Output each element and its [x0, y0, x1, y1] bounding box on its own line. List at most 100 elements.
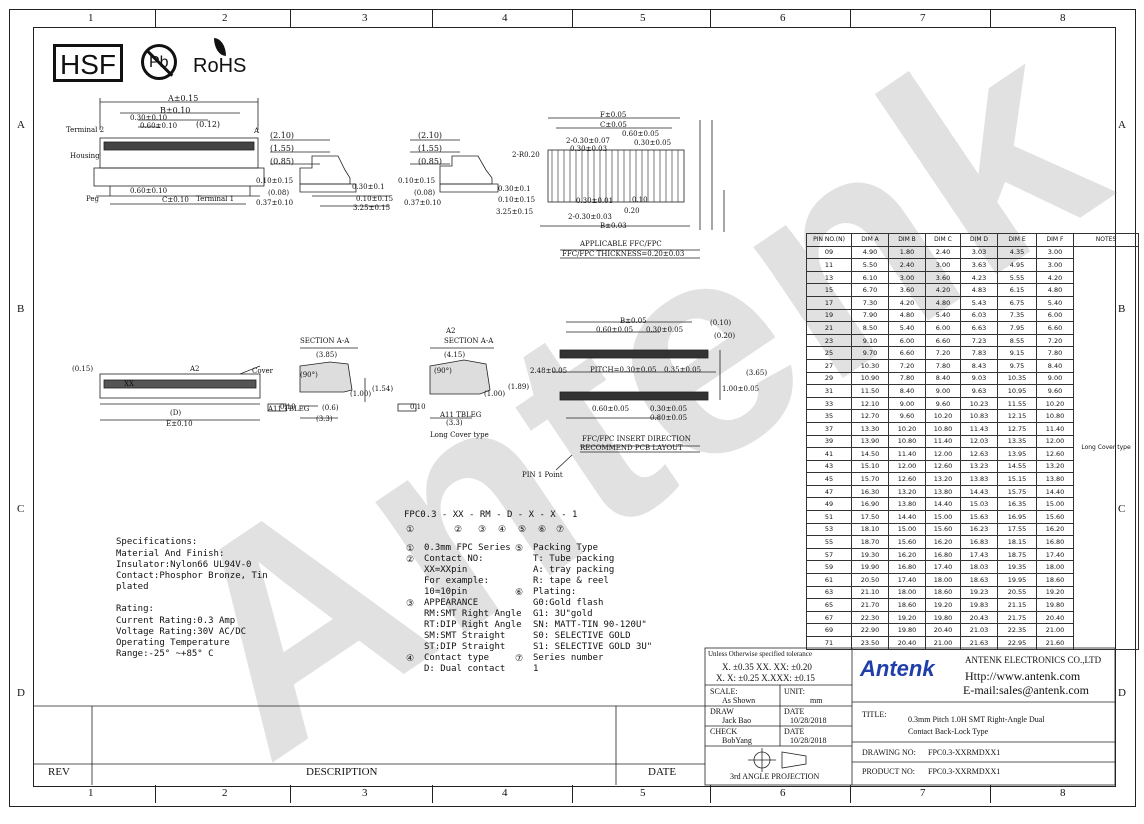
- grid-tick: [432, 9, 433, 27]
- title-line1: 0.3mm Pitch 1.0H SMT Right-Angle Dual: [908, 715, 1045, 724]
- table-cell: 19.90: [851, 560, 889, 575]
- grid-tick: [990, 9, 991, 27]
- table-cell: 10.23: [960, 396, 998, 411]
- legend-text: SN: MATT-TIN 90-120U": [533, 620, 647, 630]
- table-cell: 4.95: [997, 258, 1037, 272]
- label-long-cover: Long Cover type: [430, 431, 489, 439]
- grid-row-right: D: [1118, 687, 1126, 699]
- side-view-1: [270, 139, 390, 207]
- dim-side2-008: (0.08): [414, 189, 436, 197]
- table-cell: 7.80: [888, 371, 926, 386]
- table-cell: 10.20: [888, 421, 926, 436]
- table-cell: 6.63: [960, 321, 998, 335]
- table-cell: 13.35: [997, 434, 1037, 449]
- table-cell: 31: [806, 384, 852, 398]
- table-cell: 8.40: [925, 371, 961, 386]
- dim-top-060b: 0.60±0.10: [130, 187, 168, 195]
- table-cell: 09: [806, 245, 852, 260]
- date-value-1: 10/28/2018: [790, 716, 827, 725]
- top-view: [93, 98, 265, 205]
- table-cell: 3.03: [960, 245, 998, 260]
- grid-tick: [710, 785, 711, 803]
- grid-col-top: 4: [502, 12, 508, 24]
- dim-pcb-pitch: PITCH=0.30±0.05: [590, 366, 657, 374]
- table-cell: 18.60: [888, 598, 926, 612]
- unit-label: UNIT:: [784, 687, 805, 696]
- dim-side2-030: 0.30±0.1: [498, 185, 531, 193]
- ffc-layout-view: [540, 117, 725, 259]
- dim-top-p030: 0.30±0.10: [130, 114, 168, 122]
- table-cell: 10.20: [1036, 396, 1074, 411]
- table-cell: 12.60: [925, 459, 961, 474]
- table-cell: 4.20: [888, 295, 926, 310]
- product-no-value: FPC0.3-XXRMDXX1: [928, 767, 1001, 776]
- table-cell: 7.20: [925, 346, 961, 360]
- table-cell: 11.40: [888, 447, 926, 461]
- table-cell: 19.20: [888, 610, 926, 625]
- table-cell: 15.10: [851, 459, 889, 474]
- table-cell: 16.80: [1036, 535, 1074, 549]
- table-cell: 7.23: [960, 333, 998, 348]
- dim-front-e: E±0.10: [166, 420, 193, 428]
- table-cell: 16.80: [925, 547, 961, 562]
- table-cell: 19: [806, 308, 852, 323]
- dim-pcb-365: (3.65): [746, 369, 768, 377]
- grid-tick: [572, 9, 573, 27]
- dim-s2-ang: (90°): [434, 367, 452, 375]
- company-email: E-mail:sales@antenk.com: [963, 683, 1090, 697]
- dim-s2-415: (4.15): [444, 351, 466, 359]
- table-cell: 10.95: [997, 384, 1037, 398]
- dim-pcb-b: B±0.05: [620, 317, 647, 325]
- part-code-index: ③: [478, 524, 487, 534]
- table-cell: 16.20: [888, 547, 926, 562]
- table-cell: 21.00: [925, 636, 961, 650]
- spec-material: Material And Finish:: [116, 549, 225, 559]
- table-cell: 3.00: [888, 270, 926, 285]
- dim-lay-r020: 2-R0.20: [512, 151, 540, 159]
- grid-tick: [710, 9, 711, 27]
- table-cell: 19.83: [960, 598, 998, 612]
- table-cell: 13.20: [925, 472, 961, 486]
- table-cell: 3.00: [1036, 245, 1074, 260]
- table-cell: 9.00: [925, 384, 961, 398]
- company-http: Http://www.antenk.com: [965, 669, 1081, 683]
- table-cell: 15.00: [888, 522, 926, 537]
- table-cell: 7.80: [925, 358, 961, 373]
- table-cell: 23: [806, 333, 852, 348]
- grid-col-bottom: 6: [780, 787, 786, 799]
- table-cell: 19.80: [925, 610, 961, 625]
- table-cell: 9.75: [997, 358, 1037, 373]
- table-cell: 9.03: [960, 371, 998, 386]
- table-header-cell: DIM D: [960, 233, 998, 247]
- dim-side2-010b: 0.10±0.15: [498, 196, 536, 204]
- table-cell: 21.63: [960, 636, 998, 650]
- grid-col-top: 7: [920, 12, 926, 24]
- spec-temp: Operating Temperature: [116, 638, 230, 648]
- spec-rating: Rating:: [116, 604, 154, 614]
- dim-side2-037: 0.37±0.10: [404, 199, 442, 207]
- table-cell: 3.00: [1036, 258, 1074, 272]
- table-cell: 15.70: [851, 472, 889, 486]
- part-code-index: ④: [498, 524, 507, 534]
- grid-col-bottom: 7: [920, 787, 926, 799]
- table-cell: 5.50: [851, 258, 889, 272]
- dim-pcb-100: 1.00±0.05: [722, 385, 760, 393]
- table-cell: 14.40: [888, 510, 926, 524]
- table-cell: 13.23: [960, 459, 998, 474]
- table-cell: 14.50: [851, 447, 889, 461]
- table-cell: 9.60: [925, 396, 961, 411]
- legend-text: Series number: [533, 653, 604, 663]
- table-cell: 6.00: [888, 333, 926, 348]
- label-terminal1: Terminal 1: [196, 195, 235, 203]
- table-cell: 13.20: [888, 484, 926, 499]
- grid-col-top: 6: [780, 12, 786, 24]
- flatness-2-label: A11 TBLEG: [440, 411, 482, 419]
- table-cell: 12.00: [888, 459, 926, 474]
- table-cell: 4.35: [997, 245, 1037, 260]
- table-cell: 61: [806, 573, 852, 587]
- table-cell: 27: [806, 358, 852, 373]
- table-header-cell: PIN NO.(N): [806, 233, 852, 247]
